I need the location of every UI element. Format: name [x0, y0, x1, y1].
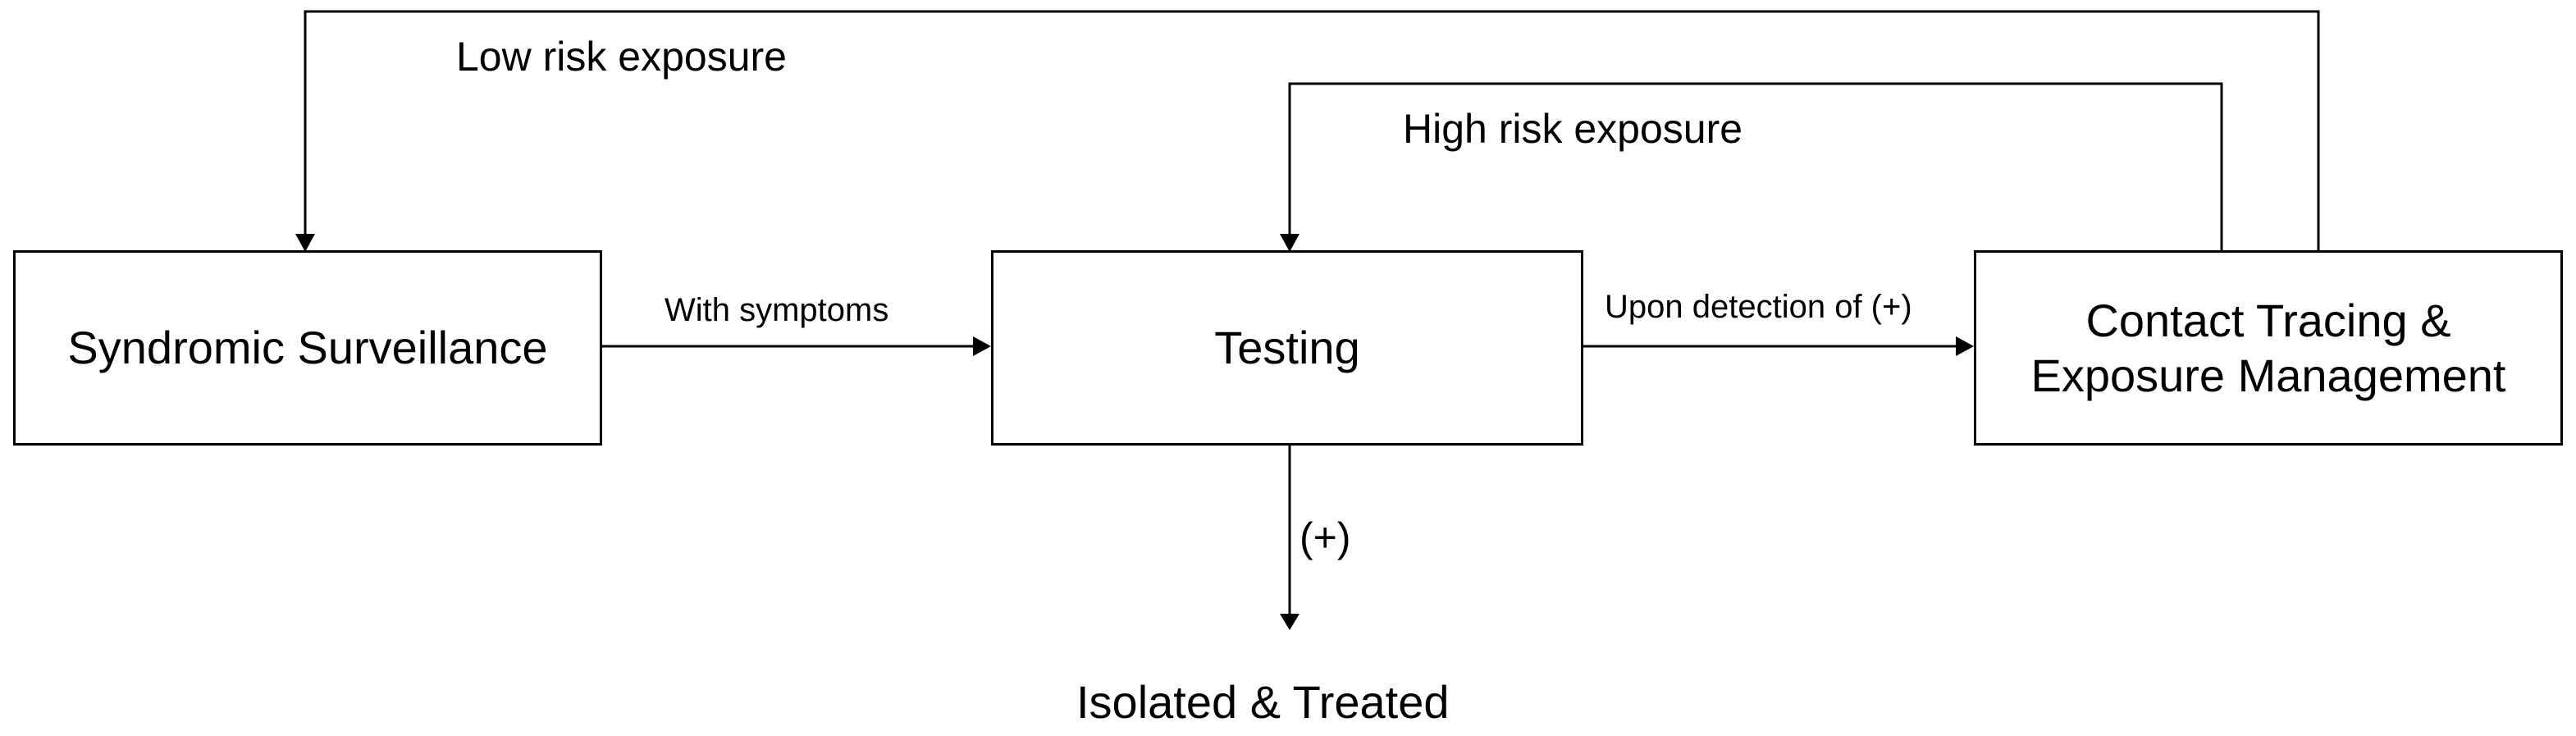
- upon-detection-arrowhead: [1956, 336, 1974, 356]
- syndromic-surveillance-box: Syndromic Surveillance: [13, 250, 602, 446]
- contact-tracing-box: Contact Tracing & Exposure Management: [1974, 250, 2563, 446]
- positive-arrowhead: [1280, 614, 1299, 630]
- with-symptoms-label: With symptoms: [665, 292, 889, 328]
- with-symptoms-arrowhead: [973, 336, 991, 356]
- syndromic-surveillance-label: Syndromic Surveillance: [67, 322, 548, 374]
- testing-box: Testing: [991, 250, 1583, 446]
- high-risk-arrowhead: [1280, 234, 1299, 252]
- upon-detection-label: Upon detection of (+): [1605, 289, 1912, 325]
- positive-result-label: (+): [1299, 514, 1351, 560]
- isolated-treated-label: Isolated & Treated: [1076, 676, 1450, 728]
- testing-label: Testing: [1214, 322, 1360, 374]
- high-risk-connector: [1288, 82, 2223, 250]
- contact-tracing-label: Contact Tracing & Exposure Management: [2030, 294, 2506, 401]
- low-risk-arrowhead: [295, 234, 315, 252]
- high-risk-exposure-label: High risk exposure: [1403, 106, 1743, 152]
- low-risk-exposure-label: Low risk exposure: [456, 34, 787, 80]
- low-risk-connector: [304, 10, 2320, 250]
